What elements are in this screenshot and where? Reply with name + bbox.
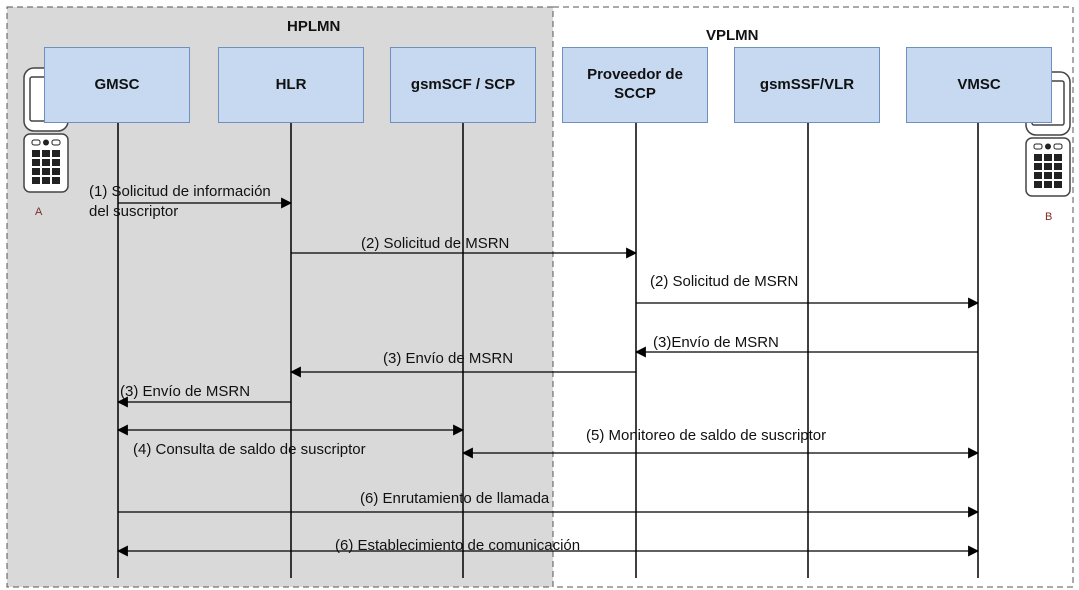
lifelines <box>117 123 979 578</box>
message-2b-label: (2) Solicitud de MSRN <box>650 273 799 290</box>
entity-sccp-provider: Proveedor de SCCP <box>562 47 708 123</box>
region-title-hplmn: HPLMN <box>287 18 341 35</box>
message-1-label: (1) Solicitud de información del suscrip… <box>89 183 271 220</box>
message-3c-label: (3) Envío de MSRN <box>120 383 251 400</box>
message-2a-label: (2) Solicitud de MSRN <box>361 235 510 252</box>
message-5-label: (5) Monitoreo de saldo de suscriptor <box>586 427 827 444</box>
message-6b-label: (6) Establecimiento de comunicación <box>335 537 581 554</box>
entity-hlr: HLR <box>218 47 364 123</box>
terminal-b-label: B <box>1045 211 1053 223</box>
region-title-vplmn: VPLMN <box>706 27 759 44</box>
entity-gsmssf-vlr: gsmSSF/VLR <box>734 47 880 123</box>
message-3b-label: (3) Envío de MSRN <box>383 350 514 367</box>
message-3a-label: (3)Envío de MSRN <box>653 334 779 351</box>
message-4-label: (4) Consulta de saldo de suscriptor <box>133 441 366 458</box>
message-6a-label: (6) Enrutamiento de llamada <box>360 490 550 507</box>
entity-vmsc: VMSC <box>906 47 1052 123</box>
terminal-a-label: A <box>35 206 43 218</box>
message-arrows <box>116 197 980 557</box>
entity-gsmscf-scp: gsmSCF / SCP <box>390 47 536 123</box>
entity-gmsc: GMSC <box>44 47 190 123</box>
